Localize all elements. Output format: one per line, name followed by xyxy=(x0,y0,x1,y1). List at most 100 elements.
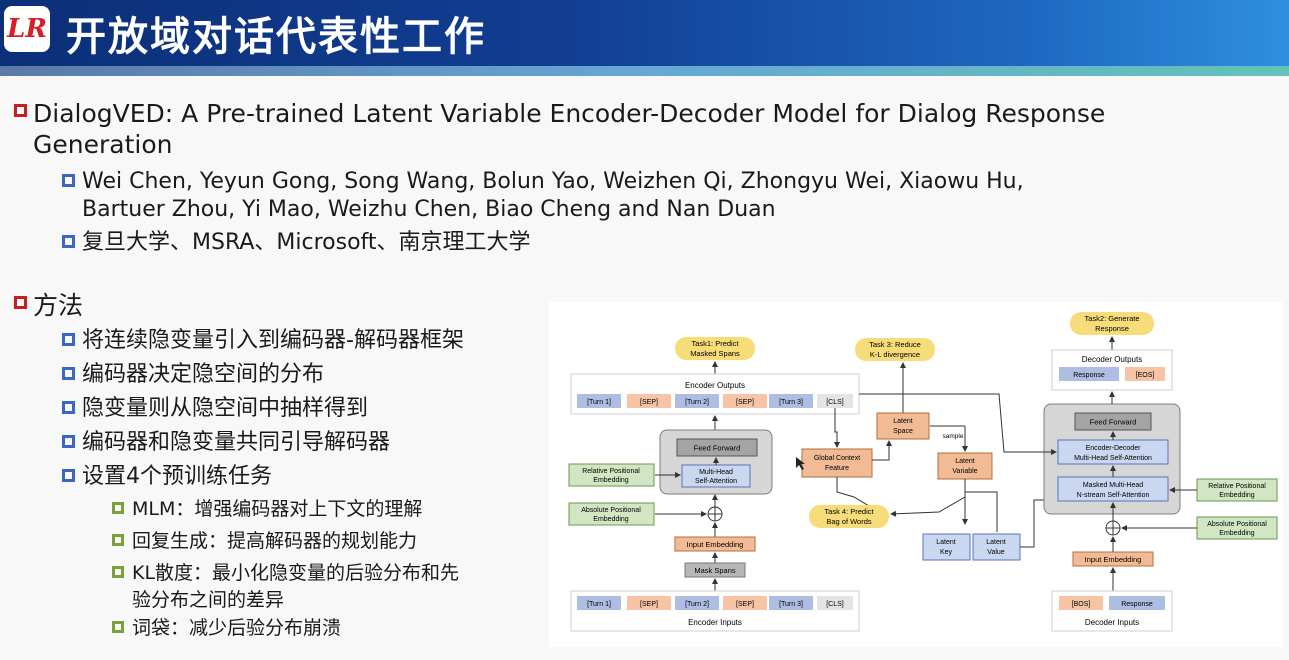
absolute-positional-embedding: Absolute Positional Embedding xyxy=(568,502,655,526)
svg-text:Latent: Latent xyxy=(936,539,956,546)
method-heading-bullet: 方法 xyxy=(14,290,83,321)
task2-bubble: Task2: Generate Response xyxy=(1070,312,1154,335)
latent-value-box: Latent Value xyxy=(972,533,1021,561)
paper-title-bullet: DialogVED: A Pre-trained Latent Variable… xyxy=(14,98,1105,160)
svg-text:N-stream Self-Attention: N-stream Self-Attention xyxy=(1077,492,1150,499)
svg-text:[Turn 2]: [Turn 2] xyxy=(685,399,709,406)
svg-text:Feature: Feature xyxy=(825,465,849,472)
svg-text:Response: Response xyxy=(1121,601,1153,608)
svg-text:Response: Response xyxy=(1073,372,1105,379)
svg-text:Masked Multi-Head: Masked Multi-Head xyxy=(1083,482,1143,489)
svg-text:Space: Space xyxy=(893,428,913,435)
blue-square-bullet-icon xyxy=(62,174,75,187)
blue-square-bullet-icon xyxy=(62,401,75,414)
svg-text:[CLS]: [CLS] xyxy=(826,601,844,608)
svg-text:Latent: Latent xyxy=(955,458,975,465)
svg-text:Latent: Latent xyxy=(986,539,1006,546)
slide-header xyxy=(0,0,1289,76)
architecture-diagram: Task1: Predict Masked Spans Encoder Outp… xyxy=(568,312,1278,632)
svg-text:[Turn 3]: [Turn 3] xyxy=(779,399,803,406)
svg-text:Task2: Generate: Task2: Generate xyxy=(1084,314,1139,323)
lab-logo: LR xyxy=(4,6,50,52)
svg-text:Input Embedding: Input Embedding xyxy=(687,540,744,549)
svg-text:Task 3: Reduce: Task 3: Reduce xyxy=(869,340,921,349)
svg-text:Input Embedding: Input Embedding xyxy=(1085,555,1142,564)
svg-text:Embedding: Embedding xyxy=(593,477,629,484)
slide-title: 开放域对话代表性工作 xyxy=(66,14,486,60)
svg-text:Absolute Positional: Absolute Positional xyxy=(581,507,641,514)
svg-text:[SEP]: [SEP] xyxy=(736,601,754,608)
svg-text:Masked Spans: Masked Spans xyxy=(690,349,740,358)
decoder-relative-positional-embedding: Relative Positional Embedding xyxy=(1196,478,1278,502)
svg-text:Key: Key xyxy=(940,549,953,556)
svg-text:[Turn 3]: [Turn 3] xyxy=(779,601,803,608)
svg-text:Embedding: Embedding xyxy=(1219,530,1255,537)
decoder-outputs-box: Decoder Outputs Response [EOS] xyxy=(1051,349,1173,391)
green-square-bullet-icon xyxy=(112,502,124,514)
decoder-input-embedding: Input Embedding xyxy=(1072,551,1154,567)
paper-affiliations: 复旦大学、MSRA、Microsoft、南京理工大学 xyxy=(82,230,531,255)
svg-text:[Turn 1]: [Turn 1] xyxy=(587,601,611,608)
svg-text:Bag of Words: Bag of Words xyxy=(826,517,872,526)
svg-text:Mask Spans: Mask Spans xyxy=(694,566,736,575)
decoder-absolute-positional-embedding: Absolute Positional Embedding xyxy=(1196,516,1278,540)
task3-bubble: Task 3: Reduce K-L divergence xyxy=(855,338,935,361)
task-item: MLM：增强编码器对上下文的理解 xyxy=(112,496,422,523)
task1-bubble: Task1: Predict Masked Spans xyxy=(675,337,755,360)
mask-spans-box: Mask Spans xyxy=(684,562,746,578)
svg-text:Task 4: Predict: Task 4: Predict xyxy=(824,507,874,516)
svg-text:[EOS]: [EOS] xyxy=(1136,372,1155,379)
svg-text:[Turn 2]: [Turn 2] xyxy=(685,601,709,608)
svg-text:Encoder Inputs: Encoder Inputs xyxy=(688,618,742,627)
svg-text:[SEP]: [SEP] xyxy=(640,399,658,406)
green-square-bullet-icon xyxy=(112,566,124,578)
svg-text:Absolute Positional: Absolute Positional xyxy=(1207,521,1267,528)
svg-text:[SEP]: [SEP] xyxy=(640,601,658,608)
decoder-inputs-box: [BOS] Response Decoder Inputs xyxy=(1051,590,1173,632)
svg-text:Value: Value xyxy=(987,549,1004,556)
blue-square-bullet-icon xyxy=(62,235,75,248)
paper-authors: Wei Chen, Yeyun Gong, Song Wang, Bolun Y… xyxy=(82,169,1024,222)
method-heading: 方法 xyxy=(33,291,84,320)
svg-text:Embedding: Embedding xyxy=(1219,492,1255,499)
green-square-bullet-icon xyxy=(112,534,124,546)
task-item: 词袋：减少后验分布崩溃 xyxy=(112,615,341,642)
encoder-inputs-box: [Turn 1] [SEP] [Turn 2] [SEP] [Turn 3] [… xyxy=(570,590,860,632)
task4-bubble: Task 4: Predict Bag of Words xyxy=(809,505,889,528)
svg-text:Response: Response xyxy=(1095,324,1129,333)
svg-text:Relative Positional: Relative Positional xyxy=(582,468,640,475)
sample-label: sample xyxy=(943,433,964,440)
latent-variable-box: Latent Variable xyxy=(937,452,993,480)
svg-text:Decoder Inputs: Decoder Inputs xyxy=(1085,618,1139,627)
authors-bullet: Wei Chen, Yeyun Gong, Song Wang, Bolun Y… xyxy=(62,168,1024,224)
task-item: KL散度：最小化隐变量的后验分布和先 验分布之间的差异 xyxy=(112,560,459,614)
svg-text:Task1: Predict: Task1: Predict xyxy=(691,339,739,348)
svg-text:Self-Attention: Self-Attention xyxy=(695,478,737,485)
task-item: 回复生成：提高解码器的规划能力 xyxy=(112,528,417,555)
method-item: 将连续隐变量引入到编码器-解码器框架 xyxy=(62,327,464,355)
blue-square-bullet-icon xyxy=(62,435,75,448)
svg-text:Variable: Variable xyxy=(952,468,977,475)
svg-text:Feed Forward: Feed Forward xyxy=(694,444,741,453)
svg-text:Multi-Head: Multi-Head xyxy=(699,469,733,476)
encoder-input-embedding: Input Embedding xyxy=(674,536,756,552)
latent-space-box: Latent Space xyxy=(876,412,930,440)
svg-text:Latent: Latent xyxy=(893,418,913,425)
method-item: 隐变量则从隐空间中抽样得到 xyxy=(62,395,368,423)
svg-text:Encoder-Decoder: Encoder-Decoder xyxy=(1086,445,1142,452)
affiliations-bullet: 复旦大学、MSRA、Microsoft、南京理工大学 xyxy=(62,229,531,257)
architecture-figure: Task1: Predict Masked Spans Encoder Outp… xyxy=(549,302,1282,647)
red-square-bullet-icon xyxy=(14,296,27,309)
blue-square-bullet-icon xyxy=(62,333,75,346)
blue-square-bullet-icon xyxy=(62,367,75,380)
svg-text:Encoder Outputs: Encoder Outputs xyxy=(685,381,745,390)
svg-text:K-L divergence: K-L divergence xyxy=(870,350,920,359)
svg-text:Relative Positional: Relative Positional xyxy=(1208,483,1266,490)
relative-positional-embedding: Relative Positional Embedding xyxy=(568,463,655,487)
method-item: 编码器决定隐空间的分布 xyxy=(62,361,324,389)
svg-text:[BOS]: [BOS] xyxy=(1072,601,1091,608)
method-item: 设置4个预训练任务 xyxy=(62,463,272,491)
red-square-bullet-icon xyxy=(14,104,27,117)
global-context-feature: Global Context Feature xyxy=(801,448,873,478)
svg-text:Feed Forward: Feed Forward xyxy=(1090,418,1137,427)
